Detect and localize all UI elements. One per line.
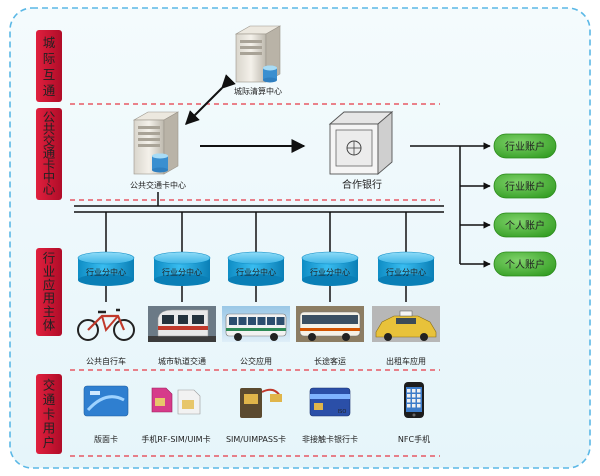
sub-center-label: 行业分中心: [86, 267, 126, 277]
card-label: 非接触卡银行卡: [302, 434, 358, 444]
band-card-users-label: 交通卡用户: [43, 378, 56, 451]
sub-center-cylinder-2: 行业分中心: [153, 212, 211, 302]
band-public-card-center-label: 公共交通卡中心: [43, 110, 56, 197]
prepaid-card-image: [83, 385, 129, 417]
metro-train-image: [148, 306, 216, 342]
sub-center-cylinder-5: 行业分中心: [377, 212, 435, 302]
card-label: SIM/UIMPASS卡: [226, 434, 286, 444]
card-iso-mark: ISO: [338, 409, 347, 415]
account-pill-3: 个人账户: [493, 212, 557, 238]
account-pill-2: 行业账户: [493, 173, 557, 199]
account-pill-1: 行业账户: [493, 133, 557, 159]
sub-center-label: 行业分中心: [386, 267, 426, 277]
sub-centers-group: 行业分中心 行业分中心 行业分中心 行业分中心 行业分中心: [77, 212, 435, 302]
cards-group: 版面卡 手机RF-SIM/UIM卡 SIM/UIMPASS卡 ISO 非接触卡银行卡 NF…: [83, 382, 430, 444]
band-separators: [70, 103, 440, 457]
band-intercity: 城际互通: [36, 30, 62, 102]
contactless-bank-card-image: ISO: [309, 387, 351, 417]
public-card-center-server-icon: [132, 111, 180, 175]
account-label: 行业账户: [505, 140, 545, 153]
rf-sim-card-image: [151, 387, 201, 415]
partner-bank-label: 合作银行: [342, 178, 382, 191]
bus-image: [222, 306, 290, 342]
accounts-tree: [410, 142, 491, 268]
application-label: 长途客运: [314, 356, 346, 366]
taxi-image: [372, 306, 440, 342]
partner-bank-safe-icon: [328, 111, 394, 175]
clearing-center-server-icon: [234, 25, 282, 83]
card-label: 版面卡: [94, 434, 118, 444]
account-label: 个人账户: [505, 258, 545, 271]
card-label: NFC手机: [398, 434, 430, 444]
band-public-card-center: 公共交通卡中心: [36, 108, 62, 200]
application-label: 城市轨道交通: [158, 356, 206, 366]
sub-center-label: 行业分中心: [236, 267, 276, 277]
band-intercity-label: 城际互通: [43, 35, 56, 98]
applications-group: 公共自行车 城市轨道交通 公交应用 长途客运 出租车应用: [77, 306, 440, 366]
account-label: 行业账户: [505, 180, 545, 193]
nfc-phone-image: [404, 382, 424, 418]
account-pill-4: 个人账户: [493, 251, 557, 277]
account-label: 个人账户: [505, 219, 545, 232]
sim-pass-card-image: [240, 388, 282, 418]
public-card-center-label: 公共交通卡中心: [130, 180, 186, 190]
band-card-users: 交通卡用户: [36, 374, 62, 454]
sub-center-cylinder-4: 行业分中心: [301, 212, 359, 302]
band-industry-label: 行业应用主体: [43, 251, 56, 333]
sub-center-cylinder-3: 行业分中心: [227, 212, 285, 302]
bus-lines: [74, 205, 444, 213]
application-label: 公交应用: [240, 356, 272, 366]
sub-center-label: 行业分中心: [310, 267, 350, 277]
clearing-center-label: 城际清算中心: [234, 86, 282, 96]
link-clearing-public-arrow: [185, 74, 236, 125]
band-industry: 行业应用主体: [36, 248, 62, 336]
application-label: 公共自行车: [86, 356, 126, 366]
bicycle-image: [77, 308, 135, 341]
sub-center-cylinder-1: 行业分中心: [77, 212, 135, 302]
card-label: 手机RF-SIM/UIM卡: [141, 434, 210, 444]
sub-center-label: 行业分中心: [162, 267, 202, 277]
coach-bus-image: [296, 306, 364, 342]
application-label: 出租车应用: [386, 356, 426, 366]
